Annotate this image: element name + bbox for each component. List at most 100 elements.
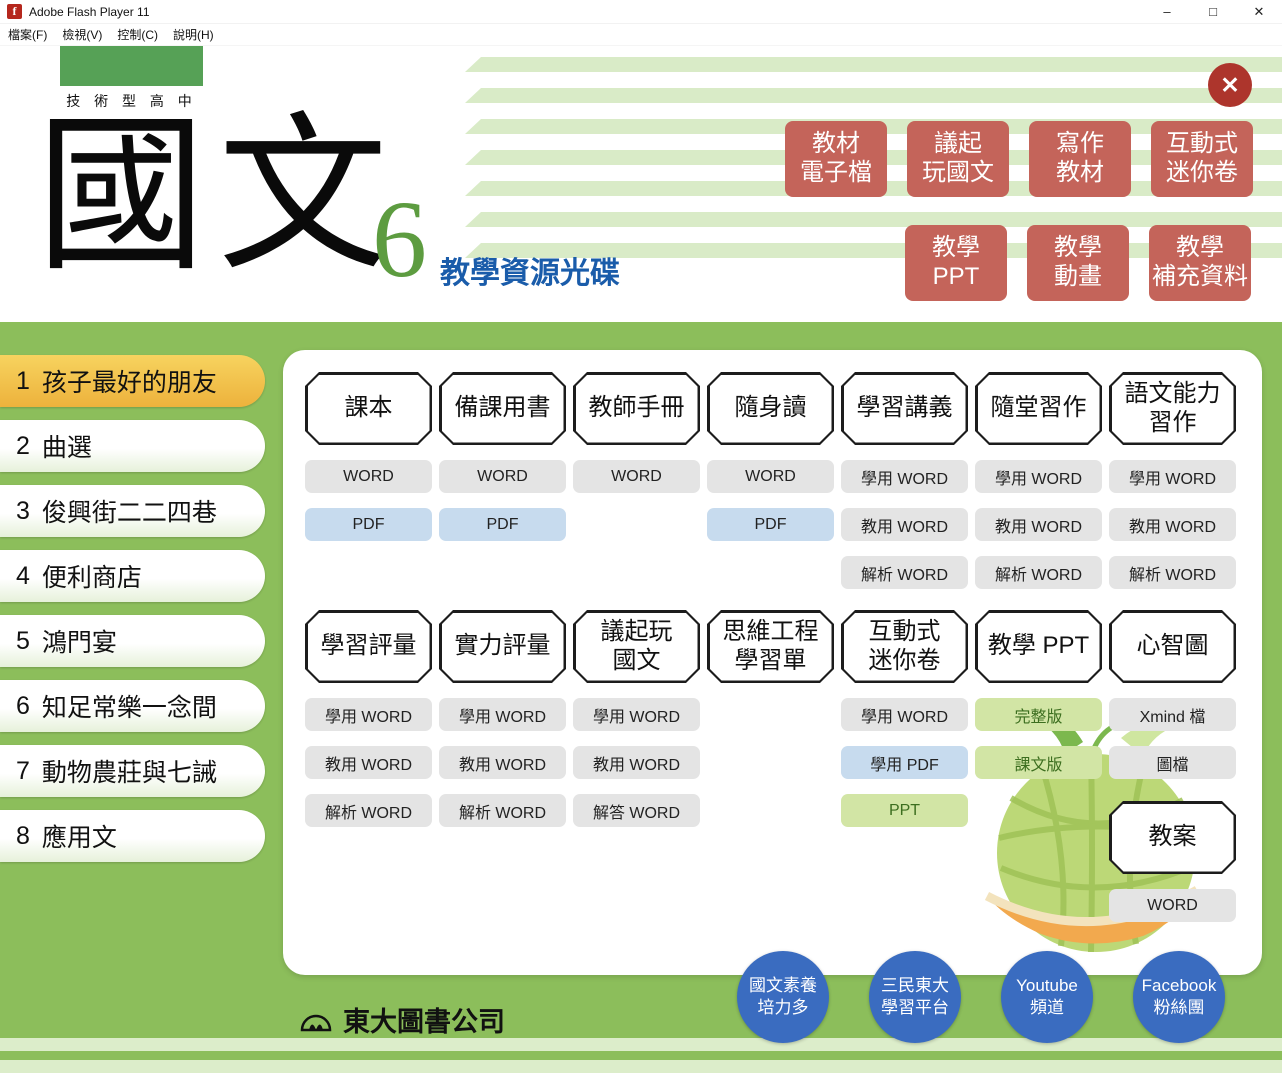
resource-sub-button[interactable]: PDF	[439, 508, 566, 541]
menu-item[interactable]: 檢視(V)	[62, 28, 103, 42]
minimize-button[interactable]: –	[1163, 4, 1171, 19]
menu-item[interactable]: 控制(C)	[117, 28, 158, 42]
quick-link-button[interactable]: 互動式迷你卷	[1151, 121, 1253, 197]
resource-sub-button[interactable]: 解析 WORD	[305, 794, 432, 827]
resource-title-button[interactable]: 實力評量	[439, 610, 566, 683]
quick-link-button[interactable]: 寫作教材	[1029, 121, 1131, 197]
quick-link-label: 迷你卷	[1166, 159, 1238, 186]
resource-sub-button[interactable]: 教用 WORD	[305, 746, 432, 779]
resource-sub-button[interactable]: PPT	[841, 794, 968, 827]
quick-links-row-1: 教材電子檔議起玩國文寫作教材互動式迷你卷	[785, 121, 1253, 197]
footer-link-circle[interactable]: 三民東大學習平台	[869, 951, 961, 1043]
close-button[interactable]: ✕	[1208, 63, 1252, 107]
resource-sub-button[interactable]: 學用 WORD	[1109, 460, 1236, 493]
resource-sub-button[interactable]: 解答 WORD	[573, 794, 700, 827]
resource-sub-button[interactable]: 學用 PDF	[841, 746, 968, 779]
resource-sub-button[interactable]: 教用 WORD	[841, 508, 968, 541]
menu-item[interactable]: 檔案(F)	[8, 28, 48, 42]
resource-title-label: 課本	[344, 394, 393, 422]
quick-link-label: 教學	[1054, 234, 1102, 262]
resource-title-button[interactable]: 心智圖	[1109, 610, 1236, 683]
sidebar-item-number: 5	[16, 626, 30, 655]
resource-title-button[interactable]: 隨堂習作	[975, 372, 1102, 445]
quick-link-button[interactable]: 議起玩國文	[907, 121, 1009, 197]
resource-sub-button[interactable]: 解析 WORD	[1109, 556, 1236, 589]
resource-sub-button[interactable]: 學用 WORD	[439, 698, 566, 731]
resource-sub-button[interactable]: 學用 WORD	[841, 460, 968, 493]
resource-title-button[interactable]: 課本	[305, 372, 432, 445]
resource-title-button[interactable]: 教師手冊	[573, 372, 700, 445]
resource-sub-button[interactable]: WORD	[1109, 889, 1236, 922]
resource-title-button[interactable]: 學習講義	[841, 372, 968, 445]
resource-title-label: 教學 PPT	[987, 632, 1090, 660]
resource-title-button[interactable]: 備課用書	[439, 372, 566, 445]
footer-link-circle[interactable]: 國文素養培力多	[737, 951, 829, 1043]
resource-sub-button[interactable]: WORD	[439, 460, 566, 493]
sidebar-item-number: 2	[16, 431, 30, 460]
quick-link-label: 動畫	[1054, 263, 1102, 290]
resource-sub-button[interactable]: 學用 WORD	[841, 698, 968, 731]
quick-link-label: 玩國文	[922, 159, 994, 186]
title-bar: f Adobe Flash Player 11 – □ ✕	[0, 0, 1282, 24]
resource-sub-button[interactable]: 教用 WORD	[573, 746, 700, 779]
quick-link-button[interactable]: 教學動畫	[1027, 225, 1129, 301]
quick-link-label: 互動式	[1166, 130, 1238, 158]
resource-sub-button[interactable]: 課文版	[975, 746, 1102, 779]
resource-sub-button[interactable]: WORD	[305, 460, 432, 493]
close-window-button[interactable]: ✕	[1253, 3, 1265, 19]
resource-sub-button[interactable]: 教用 WORD	[975, 508, 1102, 541]
resource-sub-button[interactable]: WORD	[573, 460, 700, 493]
resource-title-button[interactable]: 語文能力習作	[1109, 372, 1236, 445]
resource-title-button[interactable]: 學習評量	[305, 610, 432, 683]
menu-item[interactable]: 說明(H)	[173, 28, 214, 42]
resource-column: 心智圖 Xmind 檔圖檔	[1109, 610, 1236, 827]
publisher-icon	[300, 1014, 332, 1031]
maximize-button[interactable]: □	[1209, 4, 1217, 19]
resource-title-button[interactable]: 教案	[1109, 801, 1236, 874]
resource-sub-button[interactable]: 解析 WORD	[841, 556, 968, 589]
quick-link-button[interactable]: 教材電子檔	[785, 121, 887, 197]
sidebar-item-number: 7	[16, 756, 30, 785]
resource-sub-button[interactable]: 解析 WORD	[975, 556, 1102, 589]
resource-title-button[interactable]: 互動式迷你卷	[841, 610, 968, 683]
resource-sub-button[interactable]: WORD	[707, 460, 834, 493]
flash-player-icon: f	[7, 4, 22, 19]
resource-sub-button[interactable]: 學用 WORD	[573, 698, 700, 731]
header-stripe	[465, 88, 1282, 103]
resource-sub-button[interactable]: 學用 WORD	[975, 460, 1102, 493]
resource-title-button[interactable]: 議起玩國文	[573, 610, 700, 683]
resource-sub-button[interactable]: PDF	[707, 508, 834, 541]
resource-sub-button[interactable]: 教用 WORD	[1109, 508, 1236, 541]
resource-title-label: 學習講義	[856, 394, 953, 422]
quick-link-button[interactable]: 教學補充資料	[1149, 225, 1251, 301]
resource-title-label: 語文能力習作	[1124, 379, 1221, 436]
resource-title-button[interactable]: 隨身讀	[707, 372, 834, 445]
resource-column: 思維工程學習單	[707, 610, 834, 827]
resource-column: 學習講義學用 WORD 教用 WORD 解析 WORD	[841, 372, 968, 589]
sidebar-item-number: 8	[16, 821, 30, 850]
resource-sub-button[interactable]: Xmind 檔	[1109, 698, 1236, 731]
resource-sub-button[interactable]: 完整版	[975, 698, 1102, 731]
resource-sub-button[interactable]: PDF	[305, 508, 432, 541]
resource-title-button[interactable]: 思維工程學習單	[707, 610, 834, 683]
resource-title-button[interactable]: 教學 PPT	[975, 610, 1102, 683]
resource-column: 教案 WORD	[1109, 801, 1236, 922]
resource-column: 教學 PPT 完整版課文版	[975, 610, 1102, 827]
resource-sub-button[interactable]: 解析 WORD	[439, 794, 566, 827]
resource-sub-button[interactable]: 學用 WORD	[305, 698, 432, 731]
resource-sub-button[interactable]: 教用 WORD	[439, 746, 566, 779]
resource-sub-button[interactable]: 圖檔	[1109, 746, 1236, 779]
window-title: Adobe Flash Player 11	[29, 4, 150, 19]
